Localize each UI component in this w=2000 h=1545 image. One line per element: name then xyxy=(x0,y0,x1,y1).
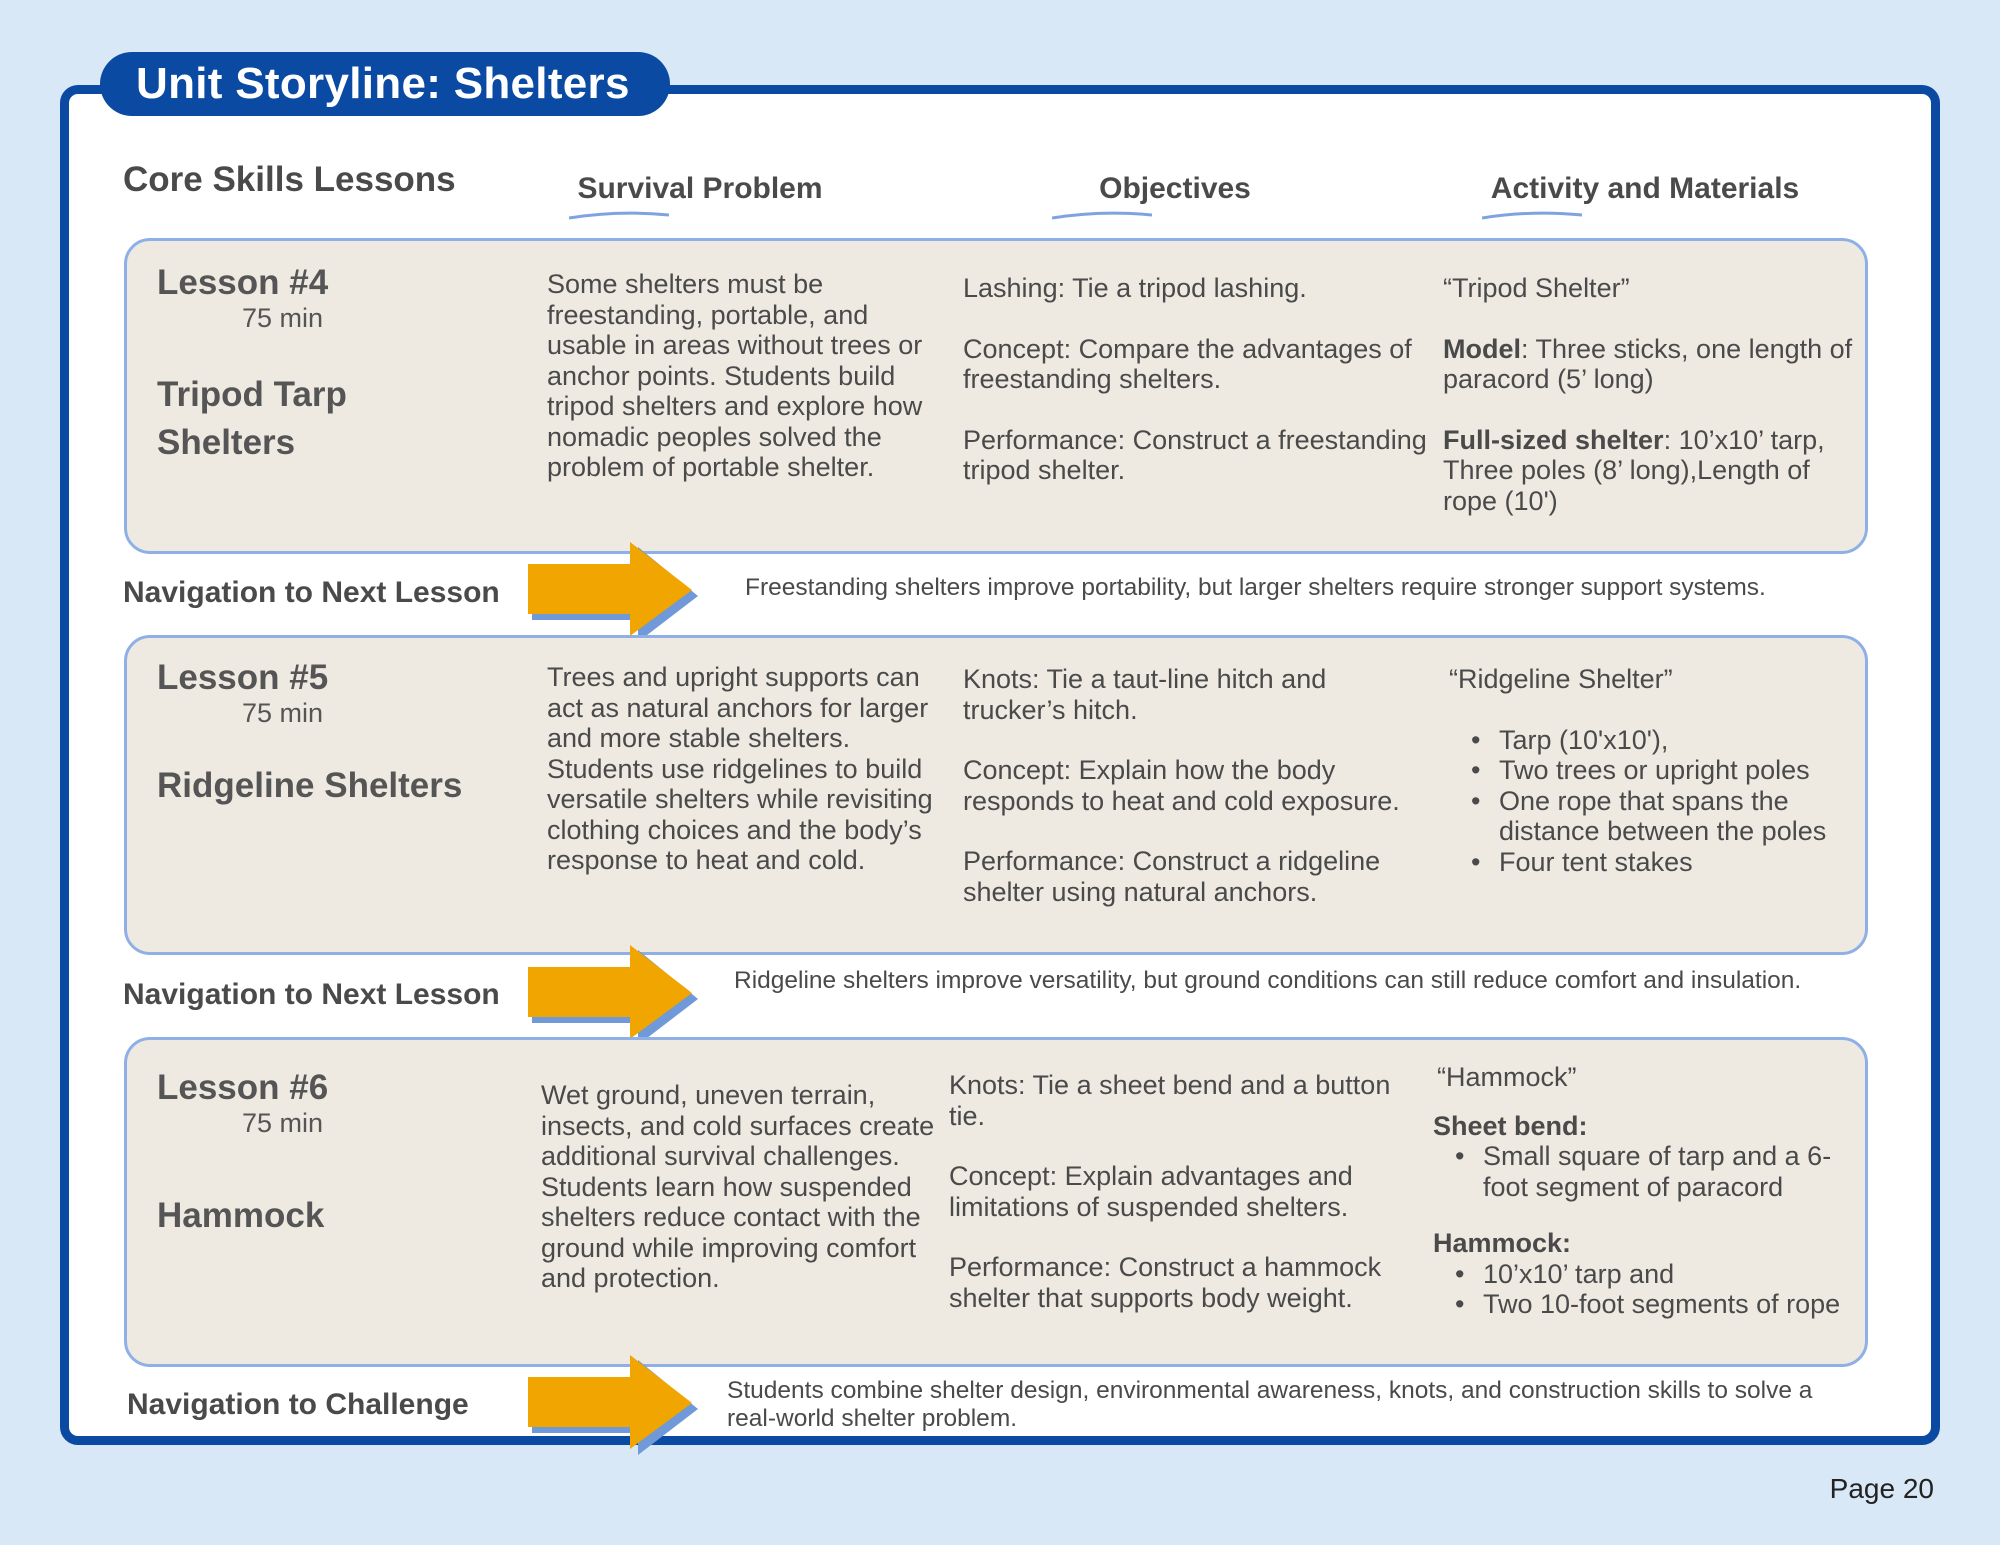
lesson-duration: 75 min xyxy=(242,698,324,728)
activity-materials: “Ridgeline Shelter” Tarp (10'x10'), Two … xyxy=(1449,664,1859,877)
column-header-survival-problem: Survival Problem xyxy=(569,172,823,220)
objective-item: Knots: Tie a taut-line hitch and trucker… xyxy=(963,664,1327,725)
objective-item: Concept: Explain advantages and limitati… xyxy=(949,1161,1353,1222)
lesson-name-line: Tripod Tarp xyxy=(157,375,347,414)
objective-item: Concept: Explain how the body responds t… xyxy=(963,755,1400,816)
objective-item: Concept: Compare the advantages of frees… xyxy=(963,333,1412,395)
lesson-panel-4: Lesson #4 75 min Tripod Tarp Shelters So… xyxy=(124,238,1868,554)
hammock-label: Hammock: xyxy=(1433,1228,1572,1258)
lesson-panel-6: Lesson #6 75 min Hammock Wet ground, une… xyxy=(124,1037,1868,1367)
underline-stroke xyxy=(569,211,669,220)
column-header-label: Survival Problem xyxy=(577,172,823,205)
column-header-activity-materials: Activity and Materials xyxy=(1482,172,1800,220)
underline-stroke xyxy=(1482,211,1582,220)
survival-problem-text: Wet ground, uneven terrain, insects, and… xyxy=(541,1080,935,1293)
objectives-list: Knots: Tie a sheet bend and a button tie… xyxy=(949,1070,1419,1313)
full-size-materials: Full-sized shelter: 10’x10’ tarp, Three … xyxy=(1443,425,1853,517)
core-skills-label: Core Skills Lessons xyxy=(123,160,456,199)
navigation-text: Freestanding shelters improve portabilit… xyxy=(745,574,1766,601)
right-arrow-icon xyxy=(528,1355,698,1455)
page-title: Unit Storyline: Shelters xyxy=(100,52,670,116)
objectives-list: Lashing: Tie a tripod lashing. Concept: … xyxy=(963,273,1433,486)
list-item: Two 10-foot segments of rope xyxy=(1433,1289,1869,1320)
lesson-duration: 75 min xyxy=(242,1108,324,1138)
lesson-name-line: Hammock xyxy=(157,1196,325,1235)
lesson-name: Tripod Tarp Shelters xyxy=(157,371,347,467)
column-header-label: Objectives xyxy=(1099,172,1251,205)
lesson-duration: 75 min xyxy=(242,303,324,333)
lesson-name-line: Shelters xyxy=(157,423,296,462)
sheet-bend-label: Sheet bend: xyxy=(1433,1110,1588,1141)
page-number: Page 20 xyxy=(1829,1473,1934,1504)
lesson-number: Lesson #5 xyxy=(157,658,329,697)
objective-item: Performance: Construct a hammock shelter… xyxy=(949,1252,1382,1313)
activity-title: “Tripod Shelter” xyxy=(1443,273,1630,303)
list-item: Two trees or upright poles xyxy=(1449,755,1859,786)
lesson-number: Lesson #4 xyxy=(157,263,329,302)
navigation-label: Navigation to Next Lesson xyxy=(123,576,500,609)
navigation-text: Students combine shelter design, environ… xyxy=(727,1377,1813,1432)
lesson-panel-5: Lesson #5 75 min Ridgeline Shelters Tree… xyxy=(124,635,1868,955)
navigation-label: Navigation to Challenge xyxy=(127,1388,469,1421)
activity-materials: “Tripod Shelter” Model: Three sticks, on… xyxy=(1443,273,1853,516)
sheet-bend-materials: Small square of tarp and a 6-foot segmen… xyxy=(1433,1141,1869,1202)
navigation-label: Navigation to Next Lesson xyxy=(123,978,500,1011)
objective-item: Performance: Construct a ridgeline shelt… xyxy=(963,846,1381,907)
activity-title: “Ridgeline Shelter” xyxy=(1449,664,1673,694)
objective-item: Lashing: Tie a tripod lashing. xyxy=(963,273,1307,303)
column-header-label: Activity and Materials xyxy=(1490,172,1800,205)
model-text: : Three sticks, one length of paracord (… xyxy=(1443,333,1853,395)
navigation-text: Ridgeline shelters improve versatility, … xyxy=(734,967,1802,994)
hammock-materials: 10’x10’ tarp and Two 10-foot segments of… xyxy=(1433,1259,1869,1320)
full-size-text: : 10’x10’ tarp, Three poles (8’ long),Le… xyxy=(1443,424,1825,516)
materials-list: Tarp (10'x10'), Two trees or upright pol… xyxy=(1449,725,1859,878)
lesson-name-line: Ridgeline Shelters xyxy=(157,766,463,805)
model-label: Model xyxy=(1443,333,1521,364)
lesson-name: Hammock xyxy=(157,1192,324,1240)
model-materials: Model: Three sticks, one length of parac… xyxy=(1443,334,1853,395)
list-item: Tarp (10'x10'), xyxy=(1449,725,1859,756)
objectives-list: Knots: Tie a taut-line hitch and trucker… xyxy=(963,664,1433,907)
underline-stroke xyxy=(1052,211,1152,220)
activity-title: “Hammock” xyxy=(1437,1062,1577,1092)
full-size-label: Full-sized shelter xyxy=(1443,424,1664,455)
lesson-number: Lesson #6 xyxy=(157,1068,329,1107)
list-item: Four tent stakes xyxy=(1449,847,1859,878)
list-item: 10’x10’ tarp and xyxy=(1433,1259,1869,1290)
right-arrow-icon xyxy=(528,945,698,1045)
right-arrow-icon xyxy=(528,542,698,642)
activity-materials: “Hammock” Sheet bend: Small square of ta… xyxy=(1433,1062,1869,1320)
column-header-objectives: Objectives xyxy=(1052,172,1290,220)
list-item: Small square of tarp and a 6-foot segmen… xyxy=(1433,1141,1869,1202)
objective-item: Knots: Tie a sheet bend and a button tie… xyxy=(949,1070,1391,1131)
list-item: One rope that spans the distance between… xyxy=(1449,786,1859,847)
survival-problem-text: Trees and upright supports can act as na… xyxy=(547,662,933,875)
survival-problem-text: Some shelters must be freestanding, port… xyxy=(547,269,923,482)
lesson-name: Ridgeline Shelters xyxy=(157,762,462,810)
objective-item: Performance: Construct a freestanding tr… xyxy=(963,424,1427,486)
